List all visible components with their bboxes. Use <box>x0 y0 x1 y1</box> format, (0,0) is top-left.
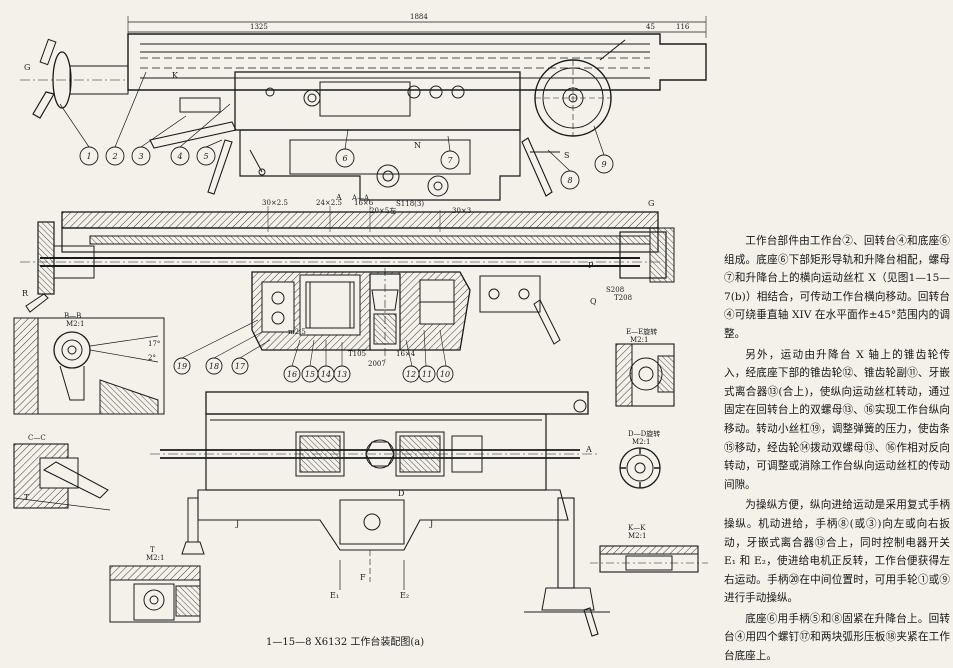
part-10: 10 <box>440 370 450 379</box>
dim-t208: T208 <box>614 294 632 302</box>
label-section-ee-scale: M2:1 <box>630 336 648 344</box>
dim-table-length: 1325 <box>250 23 268 31</box>
dim-24x25: 24×2.5 <box>316 199 342 207</box>
dim-t105: T105 <box>348 350 366 358</box>
label-section-dd: D—D旋转 <box>628 429 660 438</box>
letter-r: R <box>22 289 29 298</box>
plan-view <box>150 391 610 637</box>
part-1: 1 <box>86 152 91 161</box>
part-4: 4 <box>176 152 182 161</box>
figure-caption: 1—15—8 X6132 工作台装配图(a) <box>266 637 425 648</box>
label-section-tt: T <box>150 546 155 554</box>
label-angle-17: 17° <box>148 340 160 348</box>
section-e-e-view <box>615 343 675 407</box>
letter-p: P <box>588 261 594 270</box>
section-d-d-view <box>619 447 661 489</box>
letter-n: N <box>414 141 421 150</box>
dim-16x4: 16×4 <box>396 350 416 358</box>
part-5: 5 <box>203 152 208 161</box>
letter-g-1: G <box>24 63 30 72</box>
label-section-bb: B—B <box>64 312 81 320</box>
part-9: 9 <box>601 160 606 169</box>
part-3: 3 <box>138 152 143 161</box>
letter-a-1: A <box>335 193 342 202</box>
part-17: 17 <box>235 362 246 371</box>
part-18: 18 <box>209 362 219 371</box>
letter-s: S <box>564 151 569 160</box>
section-b-b-view <box>13 317 165 415</box>
part-11: 11 <box>422 370 432 379</box>
label-section-bb-scale: M2:1 <box>66 320 84 328</box>
description-paragraph-4: 底座⑥用手柄⑤和⑧固紧在升降台上。回转台④用四个螺钉⑰和两块弧形压板⑱夹紧在工作… <box>724 612 950 663</box>
label-section-kk: K—K <box>628 524 646 532</box>
dim-total-length: 1884 <box>410 13 428 21</box>
dim-s208: S208 <box>606 286 624 294</box>
label-section-cc: C—C <box>28 434 46 442</box>
description-text: 工作台部件由工作台②、回转台④和底座⑥组成。底座⑥下部矩形导轨和升降台相配，螺母… <box>724 232 950 668</box>
letter-k: K <box>172 71 179 80</box>
balloon-leaders <box>59 71 605 172</box>
section-t-view <box>109 565 201 623</box>
letter-d: D <box>398 489 404 498</box>
part-14: 14 <box>321 370 331 379</box>
label-section-tt-scale: M2:1 <box>146 554 164 562</box>
letter-a-2: A <box>585 445 592 454</box>
letter-t: T <box>24 493 30 502</box>
letter-f: F <box>360 573 366 582</box>
dim-20x5f: 20×5左 <box>370 206 396 215</box>
section-k-k-view <box>590 545 708 573</box>
dim-2007: 2007 <box>368 360 386 368</box>
section-c-c-view <box>13 443 111 511</box>
letter-j-1: J <box>235 519 239 528</box>
part-6: 6 <box>342 154 347 163</box>
label-angle-2: 2° <box>148 354 156 362</box>
letter-g-2: G <box>648 199 654 208</box>
label-section-aa: A—A <box>351 194 370 202</box>
description-paragraph-2: 另外，运动由升降台 X 轴上的锥齿轮传入，经底座下部的锥齿轮⑫、锥齿轮副⑪、牙嵌… <box>724 348 950 491</box>
part-7: 7 <box>447 156 453 165</box>
dim-116: 116 <box>676 23 690 31</box>
dim-16x6: 16×6 <box>354 199 374 207</box>
letter-j-2: J <box>429 519 433 528</box>
description-paragraph-3: 为操纵方便，纵向进给运动是采用复式手柄操纵。机动进给，手柄⑧(或③)向左或向右扳… <box>724 499 950 605</box>
part-8: 8 <box>567 176 572 185</box>
label-section-kk-scale: M2:1 <box>628 532 646 540</box>
letter-e-2: E₂ <box>400 591 409 600</box>
part-15: 15 <box>305 370 315 379</box>
part-13: 13 <box>337 370 347 379</box>
longitudinal-section-view <box>20 206 675 367</box>
label-section-dd-scale: M2:1 <box>632 438 650 446</box>
dim-m25: m2.5 <box>288 328 306 336</box>
dim-30x3: 30×3 <box>452 207 471 215</box>
part-2: 2 <box>111 152 117 161</box>
letter-e-1: E₁ <box>330 591 339 600</box>
part-12: 12 <box>406 370 416 379</box>
part-16: 16 <box>287 370 297 379</box>
dim-s118: S118(3) <box>396 200 424 208</box>
assembly-drawing: 1884 1325 45 116 30×2.5 24×2.5 16×6 20×5… <box>13 13 708 637</box>
description-paragraph-1: 工作台部件由工作台②、回转台④和底座⑥组成。底座⑥下部矩形导轨和升降台相配，螺母… <box>724 235 950 340</box>
dim-45: 45 <box>646 23 655 31</box>
dim-30x25: 30×2.5 <box>262 199 288 207</box>
letter-q: Q <box>590 297 597 306</box>
label-section-ee: E—E旋转 <box>626 327 657 336</box>
front-elevation-view <box>20 16 707 201</box>
part-19: 19 <box>177 362 187 371</box>
